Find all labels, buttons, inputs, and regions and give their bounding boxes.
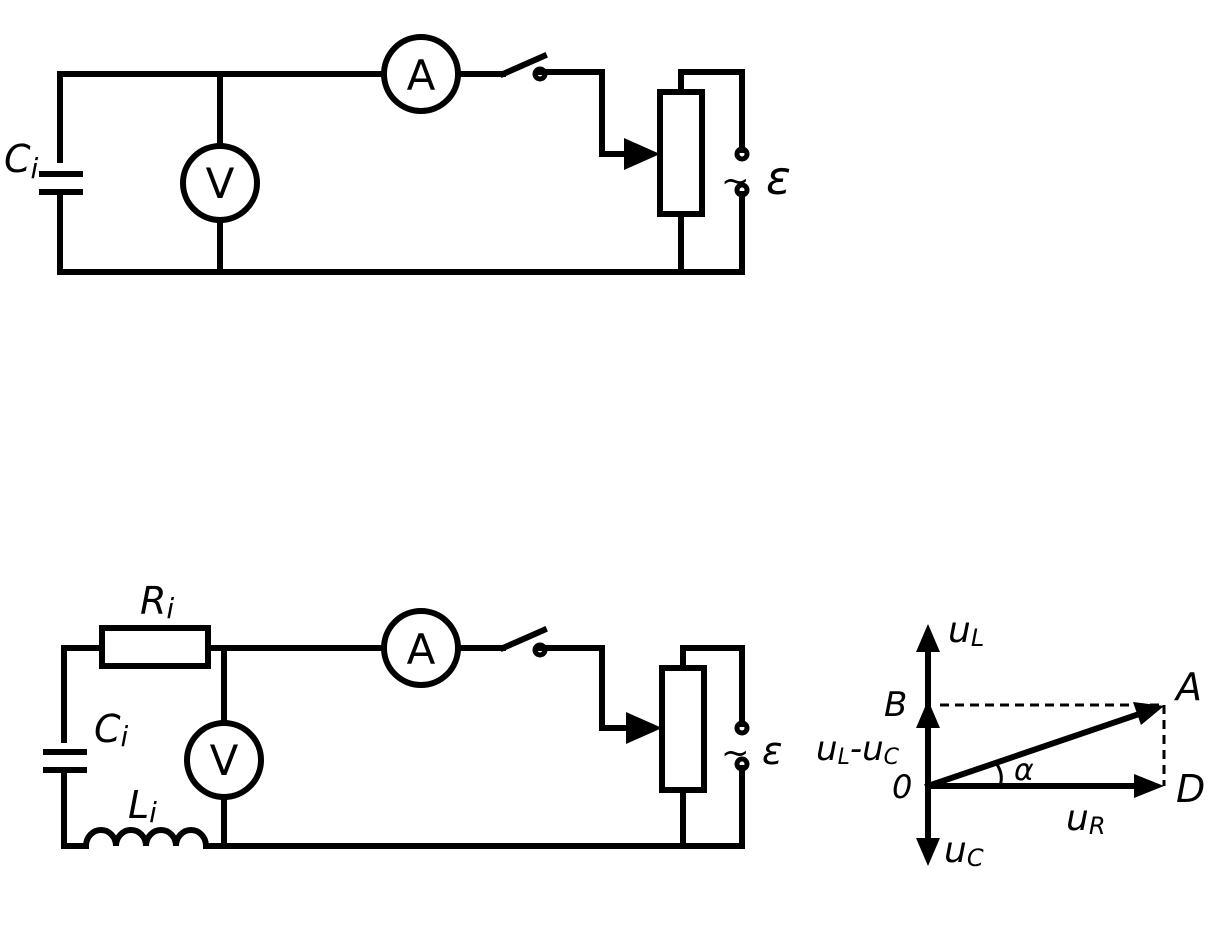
circuit-2-switch <box>499 626 548 658</box>
circuit-1-wires <box>57 69 745 275</box>
phasor-origin-label: 0 <box>892 768 912 806</box>
circuit-2-source-label: ε <box>762 729 783 773</box>
phasor-uc-label: uC <box>944 830 984 872</box>
phasor-resultant-vector <box>924 709 1146 790</box>
circuit-2-capacitor <box>43 749 87 773</box>
circuit-2-ammeter: A <box>381 608 461 688</box>
circuit-2-resistor <box>99 625 211 669</box>
circuit-1-capacitor <box>39 171 83 195</box>
circuit-2-source: ~ ε <box>721 720 783 773</box>
phasor-d-label: D <box>1176 767 1205 811</box>
circuit-1-rheostat-slider-arrow <box>624 138 660 170</box>
circuit-1-source: ~ ε <box>721 146 791 205</box>
phasor-a-label: A <box>1173 665 1202 709</box>
phasor-angle-label: α <box>1014 753 1034 788</box>
phasor-ur-arrowhead <box>1134 774 1164 798</box>
circuit-1-voltmeter: V <box>180 143 260 223</box>
circuit-2-rheostat-slider-arrow <box>626 712 662 744</box>
phasor-ul-label: uL <box>948 610 984 652</box>
circuit-2-resistor-label: Ri <box>140 579 174 625</box>
phasor-ur-label: uR <box>1066 798 1106 840</box>
circuit-2-source-tilde: ~ <box>721 733 750 773</box>
circuit-1-capacitor-label: Ci <box>4 137 39 185</box>
circuit-2-voltmeter-label: V <box>210 736 239 785</box>
circuit-2: Ri Ci Li V A ~ ε <box>43 579 783 850</box>
phasor-angle-arc <box>994 762 1003 787</box>
circuit-2-rheostat <box>626 665 707 793</box>
circuit-2-inductor <box>82 827 210 850</box>
circuit-1: Ci V A ~ ε <box>4 34 791 275</box>
phasor-diff-label: uL-uC <box>816 729 900 770</box>
phasor-b-arrowhead <box>916 700 940 728</box>
phasor-diagram: uL B uL-uC 0 A D α uR uC <box>816 610 1205 872</box>
circuit-1-rheostat <box>624 89 705 217</box>
phasor-uc-arrowhead <box>916 838 940 866</box>
circuit-1-voltmeter-label: V <box>206 159 235 208</box>
phasor-resultant-arrowhead <box>1133 702 1164 725</box>
phasor-ul-arrowhead <box>916 624 940 652</box>
circuit-2-wires <box>61 645 745 849</box>
circuit-2-inductor-label: Li <box>128 783 157 829</box>
circuit-1-ammeter: A <box>381 34 461 114</box>
circuit-2-voltmeter: V <box>184 720 264 800</box>
circuit-2-ammeter-label: A <box>407 625 436 674</box>
circuit-1-switch <box>499 52 548 82</box>
circuit-2-capacitor-label: Ci <box>94 707 129 753</box>
circuit-1-source-tilde: ~ <box>721 161 750 201</box>
circuit-1-source-label: ε <box>766 151 791 205</box>
circuit-1-ammeter-label: A <box>407 51 436 100</box>
phasor-b-label: B <box>884 685 907 725</box>
